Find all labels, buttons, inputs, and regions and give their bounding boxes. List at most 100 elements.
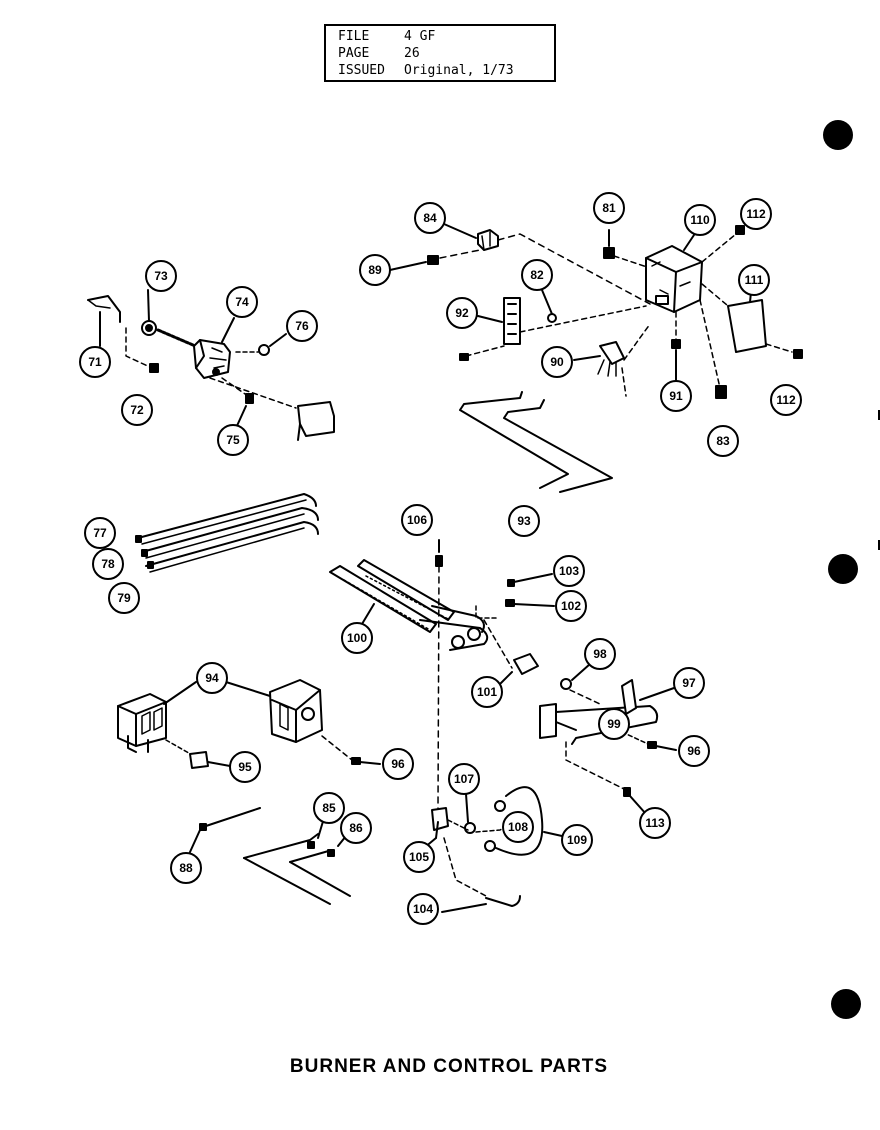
callout-108: 108 — [502, 811, 534, 843]
callout-89-label: 89 — [368, 263, 382, 277]
issued-value: Original, 1/73 — [404, 63, 514, 78]
callout-101: 101 — [471, 676, 503, 708]
callout-73: 73 — [145, 260, 177, 292]
file-value: 4 GF — [404, 29, 436, 44]
callout-112b-label: 112 — [776, 393, 796, 407]
callout-88-label: 88 — [179, 861, 193, 875]
callout-91-label: 91 — [669, 389, 683, 403]
control-box-group — [389, 223, 803, 399]
callout-92-label: 92 — [455, 306, 469, 320]
issued-label: ISSUED — [338, 63, 385, 78]
pilot-assembly — [423, 565, 563, 913]
callout-111-label: 111 — [745, 273, 764, 287]
callout-96b-label: 96 — [687, 744, 701, 758]
page-label: PAGE — [338, 46, 370, 61]
callout-106: 106 — [401, 504, 433, 536]
callout-76-label: 76 — [295, 319, 309, 333]
callout-77-label: 77 — [93, 526, 107, 540]
callout-107-label: 107 — [454, 772, 474, 786]
callout-105: 105 — [403, 841, 435, 873]
callout-96a: 96 — [382, 748, 414, 780]
thermostat-group — [87, 289, 335, 441]
callout-109: 109 — [561, 824, 593, 856]
callout-99-label: 99 — [607, 717, 621, 731]
callout-96b: 96 — [678, 735, 710, 767]
callout-89: 89 — [359, 254, 391, 286]
burner-tubes — [135, 493, 319, 573]
callout-100-label: 100 — [347, 631, 367, 645]
callout-106-label: 106 — [407, 513, 427, 527]
callout-labels: 71 72 73 74 75 76 77 78 79 81 82 83 84 8… — [79, 192, 802, 925]
callout-73-label: 73 — [154, 269, 168, 283]
callout-76: 76 — [286, 310, 318, 342]
callout-105-label: 105 — [409, 850, 429, 864]
file-label: FILE — [338, 29, 370, 44]
valve-group — [117, 679, 381, 769]
callout-81-label: 81 — [602, 201, 616, 215]
callout-102-label: 102 — [561, 599, 581, 613]
callout-95: 95 — [229, 751, 261, 783]
callout-95-label: 95 — [238, 760, 252, 774]
callout-103: 103 — [553, 555, 585, 587]
burner-manifold — [329, 539, 489, 651]
bracket-assembly — [539, 663, 677, 815]
file-row: FILE 4 GF — [338, 28, 542, 45]
callout-79-label: 79 — [117, 591, 131, 605]
page-row: PAGE 26 — [338, 45, 542, 62]
callout-82-label: 82 — [530, 268, 544, 282]
binder-hole-bottom — [831, 989, 861, 1019]
file-info-box: FILE 4 GF PAGE 26 ISSUED Original, 1/73 — [324, 24, 556, 82]
callout-104: 104 — [407, 893, 439, 925]
callout-104-label: 104 — [413, 902, 433, 916]
callout-113: 113 — [639, 807, 671, 839]
callout-103-label: 103 — [559, 564, 579, 578]
lower-tubing — [189, 807, 351, 905]
callout-111: 111 — [738, 264, 770, 296]
issued-row: ISSUED Original, 1/73 — [338, 62, 542, 79]
callout-94-label: 94 — [205, 671, 219, 685]
callout-84: 84 — [414, 202, 446, 234]
callout-101-label: 101 — [477, 685, 497, 699]
callout-96a-label: 96 — [391, 757, 405, 771]
callout-86: 86 — [340, 812, 372, 844]
callout-85: 85 — [313, 792, 345, 824]
callout-83: 83 — [707, 425, 739, 457]
callout-100: 100 — [341, 622, 373, 654]
callout-112a-label: 112 — [746, 207, 766, 221]
callout-79: 79 — [108, 582, 140, 614]
binder-hole-middle — [828, 554, 858, 584]
callout-110-label: 110 — [690, 213, 710, 227]
callout-83-label: 83 — [716, 434, 730, 448]
callout-88: 88 — [170, 852, 202, 884]
callout-93: 93 — [508, 505, 540, 537]
callout-71-label: 71 — [88, 355, 102, 369]
callout-109-label: 109 — [567, 833, 587, 847]
callout-90-label: 90 — [550, 355, 564, 369]
callout-97-label: 97 — [682, 676, 696, 690]
callout-112a: 112 — [740, 198, 772, 230]
callout-74: 74 — [226, 286, 258, 318]
callout-71: 71 — [79, 346, 111, 378]
callout-113-label: 113 — [645, 816, 665, 830]
page-value: 26 — [404, 46, 420, 61]
callout-108-label: 108 — [508, 820, 528, 834]
callout-110: 110 — [684, 204, 716, 236]
callout-81: 81 — [593, 192, 625, 224]
callout-90: 90 — [541, 346, 573, 378]
pilot-tubing — [459, 391, 613, 493]
callout-82: 82 — [521, 259, 553, 291]
fitting-parts — [475, 573, 555, 685]
callout-78: 78 — [92, 548, 124, 580]
callout-74-label: 74 — [235, 295, 249, 309]
callout-75-label: 75 — [226, 433, 240, 447]
callout-112b: 112 — [770, 384, 802, 416]
callout-77: 77 — [84, 517, 116, 549]
callout-85-label: 85 — [322, 801, 336, 815]
callout-97: 97 — [673, 667, 705, 699]
callout-107: 107 — [448, 763, 480, 795]
page-edge-mark — [878, 410, 880, 420]
callout-91: 91 — [660, 380, 692, 412]
callout-86-label: 86 — [349, 821, 363, 835]
callout-84-label: 84 — [423, 211, 437, 225]
callout-75: 75 — [217, 424, 249, 456]
